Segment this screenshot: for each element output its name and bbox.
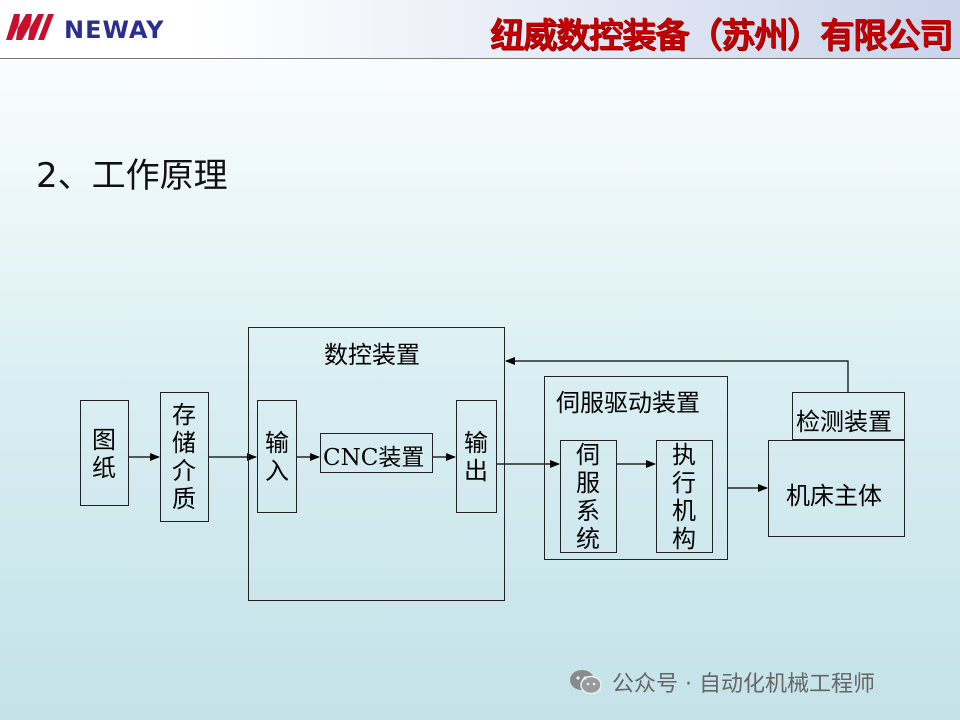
actuator-label: 执行机构 [672, 441, 696, 553]
output-box [456, 400, 497, 513]
servo-drive-box [544, 376, 728, 560]
input-box [257, 400, 297, 513]
slide-header: NEWAY 纽威数控装备（苏州）有限公司 [0, 0, 960, 59]
drawing-box [80, 400, 129, 506]
actuator-box [656, 440, 713, 553]
cnc-device-box [248, 327, 505, 601]
slide-title: 2、工作原理 [36, 156, 228, 196]
cnc-label: CNC装置 [323, 445, 425, 471]
machine-body-label: 机床主体 [786, 482, 882, 510]
cnc-box [320, 433, 433, 473]
servo-system-box [560, 440, 617, 553]
servo-system-label: 伺服系统 [576, 441, 600, 553]
output-label: 输出 [464, 429, 488, 485]
wechat-icon [570, 670, 602, 695]
watermark: 公众号 · 自动化机械工程师 [568, 666, 875, 698]
logo-text: NEWAY [64, 16, 165, 44]
detection-box [792, 392, 905, 440]
input-label: 输入 [265, 429, 289, 485]
servo-drive-title: 伺服驱动装置 [556, 389, 700, 417]
neway-logo-mark-icon [6, 14, 54, 40]
neway-logo: NEWAY [4, 6, 204, 46]
watermark-text: 公众号 · 自动化机械工程师 [612, 672, 875, 697]
drawing-label: 图纸 [92, 426, 116, 482]
detection-label: 检测装置 [796, 408, 892, 436]
storage-medium-label: 存储介质 [172, 401, 196, 513]
cnc-device-title: 数控装置 [324, 341, 420, 369]
company-name: 纽威数控装备（苏州）有限公司 [490, 16, 953, 56]
arrow-feedback [505, 357, 849, 392]
storage-medium-box [160, 392, 209, 522]
machine-body-box [768, 440, 905, 537]
